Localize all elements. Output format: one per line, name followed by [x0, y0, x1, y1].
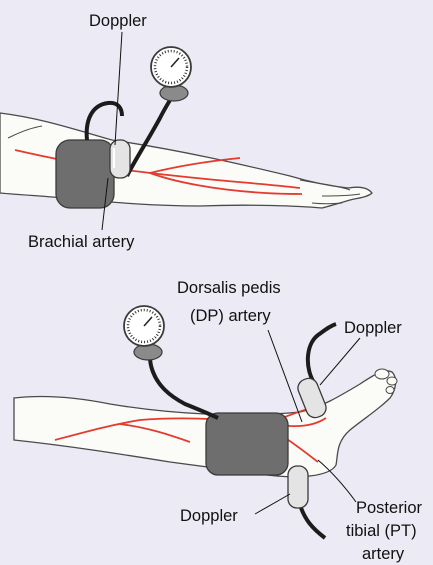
- dorsalis-pedis-label-line1: Dorsalis pedis: [177, 279, 281, 297]
- posterior-tibial-label-line3: artery: [362, 545, 405, 563]
- posterior-tibial-label-line1: Posterior: [356, 499, 423, 517]
- dorsalis-pedis-label-line2: (DP) artery: [190, 307, 271, 325]
- leg-cuff: [206, 413, 288, 475]
- arm-doppler-label: Doppler: [89, 12, 147, 30]
- leg-doppler-top-label: Doppler: [344, 319, 402, 337]
- brachial-artery-label: Brachial artery: [28, 233, 135, 251]
- posterior-tibial-label-line2: tibial (PT): [346, 522, 417, 540]
- arm-doppler-probe: [110, 140, 130, 178]
- leg-doppler-bottom-label: Doppler: [180, 507, 238, 525]
- bottom-doppler-probe: [288, 466, 308, 508]
